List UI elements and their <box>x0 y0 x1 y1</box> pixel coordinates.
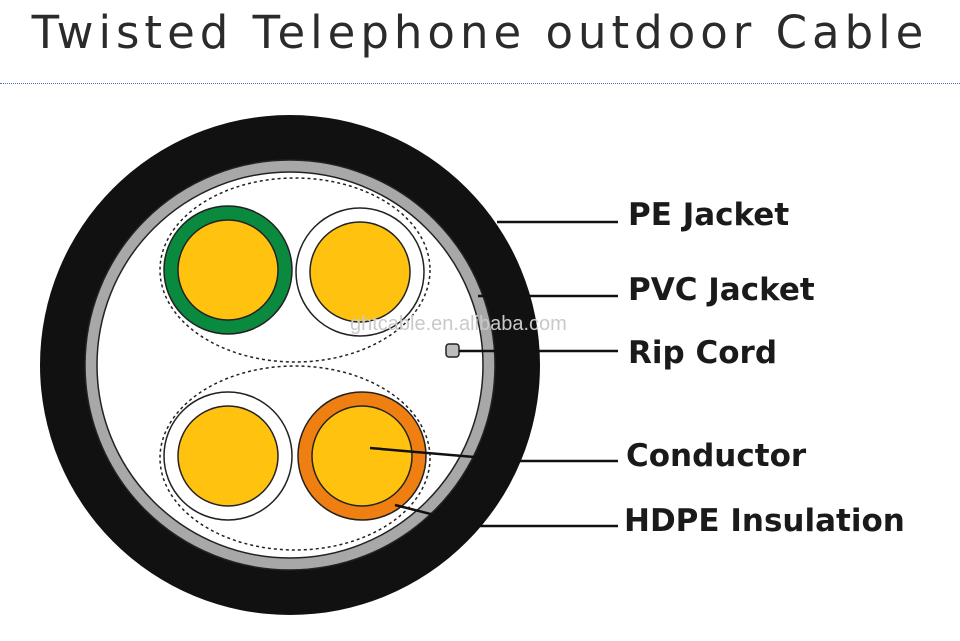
hdpe-insulation-label: HDPE Insulation <box>624 503 905 539</box>
rip-cord-label: Rip Cord <box>628 335 777 371</box>
conductor-lower-right <box>311 405 413 507</box>
rip-cord <box>445 343 460 358</box>
conductor-upper-right <box>309 221 411 323</box>
title-divider <box>0 83 960 84</box>
conductor-upper-left <box>177 219 279 321</box>
page-title: Twisted Telephone outdoor Cable <box>31 6 929 59</box>
conductor-leader <box>369 446 618 463</box>
conductor-label: Conductor <box>626 438 807 474</box>
pvc-jacket-label: PVC Jacket <box>628 272 815 308</box>
pe-jacket-label: PE Jacket <box>628 197 789 233</box>
hdpe-insulation-leader <box>394 503 618 528</box>
conductor-lower-left <box>177 405 279 507</box>
watermark: ghtcable.en.alibaba.com <box>350 313 567 335</box>
upper-pair-binder <box>159 177 431 363</box>
cable-core <box>96 171 484 559</box>
lower-pair-binder <box>159 365 431 551</box>
